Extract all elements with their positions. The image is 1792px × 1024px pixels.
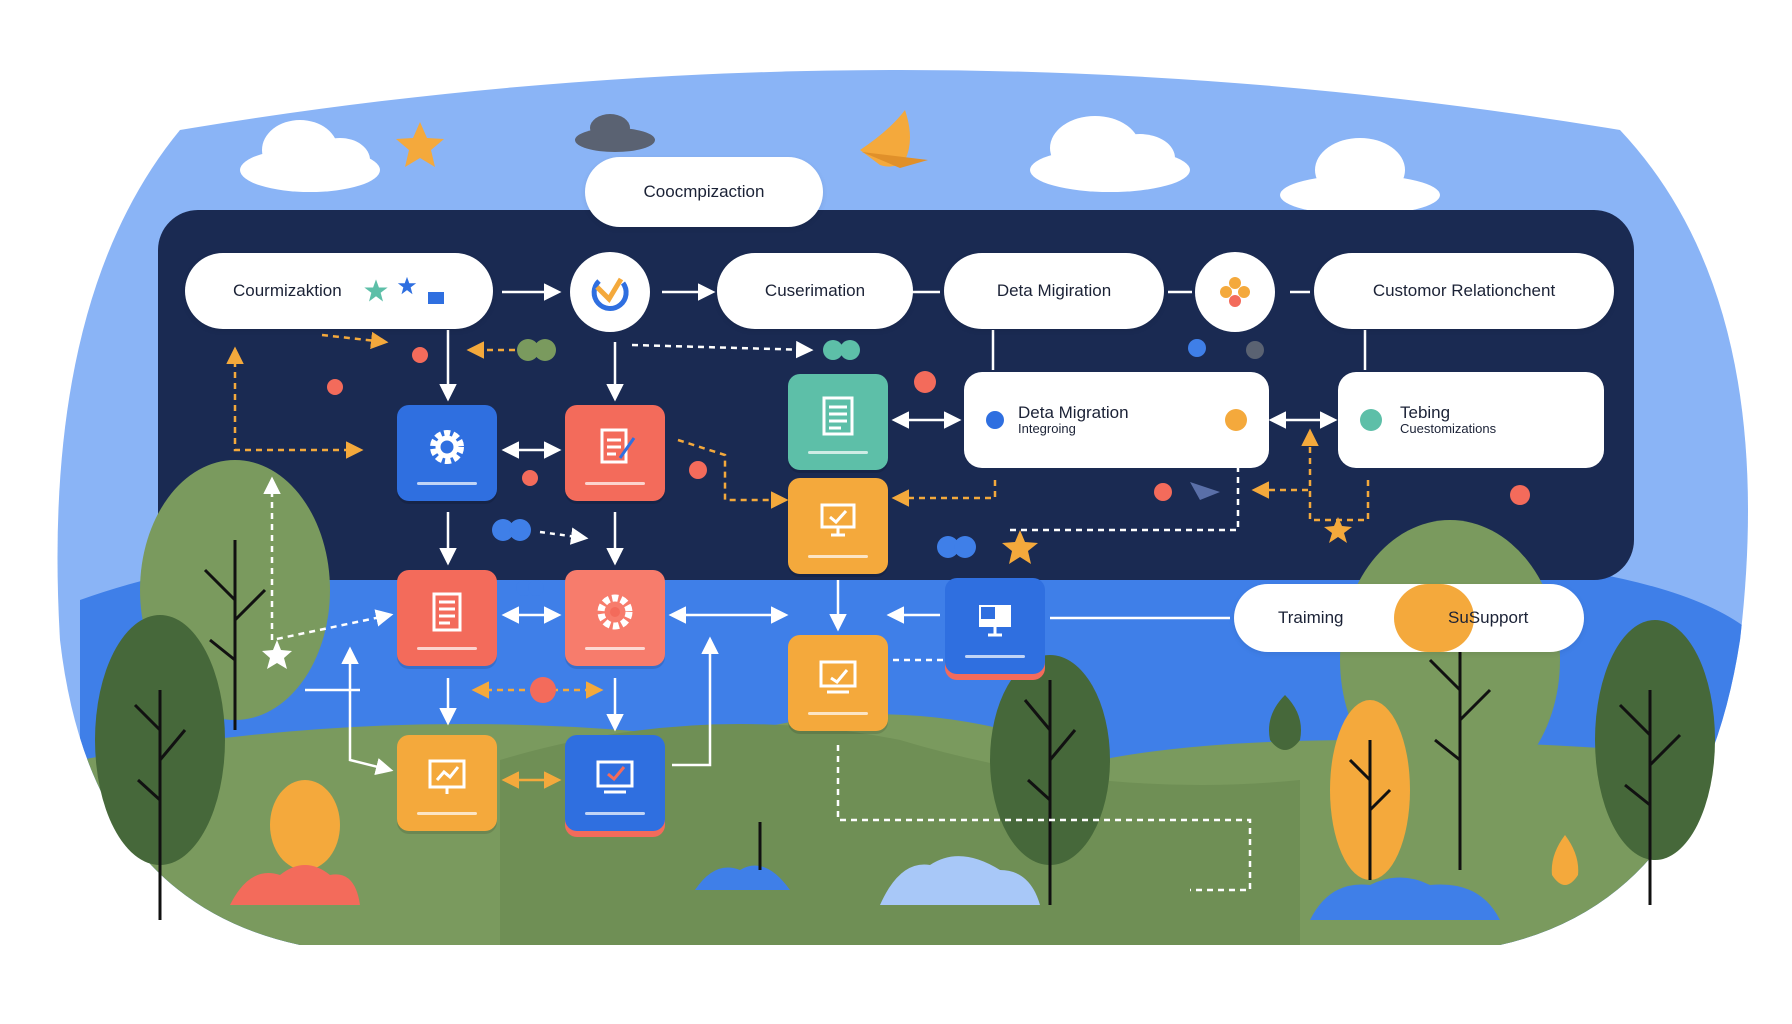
tile-checklist[interactable] <box>788 374 888 470</box>
tile-document-edit[interactable] <box>565 405 665 501</box>
cloud-icon <box>1280 138 1440 215</box>
tree-icon <box>1330 700 1410 880</box>
bush <box>230 865 360 905</box>
bush <box>1310 877 1500 920</box>
tile-monitor-check[interactable] <box>565 735 665 831</box>
cloud-icon <box>240 120 380 192</box>
tile-gear[interactable] <box>397 405 497 501</box>
toggle-knob[interactable] <box>1394 584 1474 652</box>
support-label: SuSupport <box>1448 608 1529 627</box>
bird-icon <box>860 110 910 167</box>
flow-step-3[interactable]: Deta Migiration <box>944 253 1164 329</box>
monitor-icon <box>819 660 857 693</box>
leaf <box>1269 695 1301 750</box>
flow-step-4[interactable]: Customor Relationchent <box>1314 253 1614 329</box>
testing-title: Tebing <box>1400 402 1451 422</box>
leaf <box>1551 835 1579 885</box>
checklist-icon <box>822 396 854 435</box>
progress-circle[interactable] <box>570 252 650 332</box>
connectors <box>226 283 1370 892</box>
monitor-check-icon <box>596 760 634 793</box>
tile-monitor-blue[interactable] <box>945 578 1045 674</box>
dots-circle[interactable] <box>1195 252 1275 332</box>
gear-icon <box>430 429 464 464</box>
tile-presentation[interactable] <box>397 735 497 831</box>
square-icon <box>427 292 444 304</box>
training-support-pill[interactable]: Traiming SuSupport <box>1234 584 1584 652</box>
data-migration-title: Deta Migration <box>1018 402 1129 422</box>
data-migration-subtitle: Integroing <box>1018 421 1076 437</box>
star-icon <box>363 279 388 302</box>
flower-icon <box>327 347 1530 505</box>
bush <box>695 865 790 890</box>
star-icon <box>397 276 416 295</box>
flow-step-1-label: Courmizaktion <box>233 281 342 300</box>
bush <box>270 780 340 870</box>
bush <box>880 856 1040 905</box>
cloud-icon <box>1030 116 1190 192</box>
status-dot <box>1225 409 1247 431</box>
star-icon <box>396 122 444 167</box>
testing-subtitle: Cuestomizations <box>1400 421 1497 437</box>
flow-step-1[interactable]: Courmizaktion <box>185 253 493 329</box>
monitor-icon <box>820 503 856 536</box>
testing-card[interactable]: Tebing Cuestomizations <box>1338 372 1604 468</box>
bird-icon <box>862 152 928 168</box>
tree-icon <box>95 615 225 920</box>
decorations <box>262 339 1530 703</box>
gear-icon <box>597 594 633 629</box>
cloud-icon <box>575 114 655 152</box>
dots-icon <box>1220 277 1250 307</box>
star-icon <box>262 640 292 669</box>
star-icon <box>1002 530 1038 564</box>
document-icon <box>432 592 462 631</box>
monitor-icon <box>979 604 1011 636</box>
presentation-icon <box>428 759 466 794</box>
status-dot <box>986 410 1004 429</box>
tile-gear-red[interactable] <box>565 570 665 666</box>
star-icon <box>1324 517 1352 543</box>
top-label-pill: Coocmpizaction <box>585 157 823 227</box>
tree-icon <box>990 655 1110 905</box>
data-migration-card[interactable]: Deta Migration Integroing <box>964 372 1269 468</box>
document-edit-icon <box>600 428 636 463</box>
tile-document[interactable] <box>397 570 497 666</box>
tile-monitor-orange[interactable] <box>788 478 888 574</box>
tree-icon <box>1595 620 1715 905</box>
training-label: Traiming <box>1278 608 1344 627</box>
flow-step-2[interactable]: Cuserimation <box>717 253 913 329</box>
tile-monitor-orange-2[interactable] <box>788 635 888 731</box>
paper-plane-icon <box>1190 482 1220 500</box>
progress-icon <box>591 277 629 311</box>
status-dot <box>1360 409 1382 431</box>
